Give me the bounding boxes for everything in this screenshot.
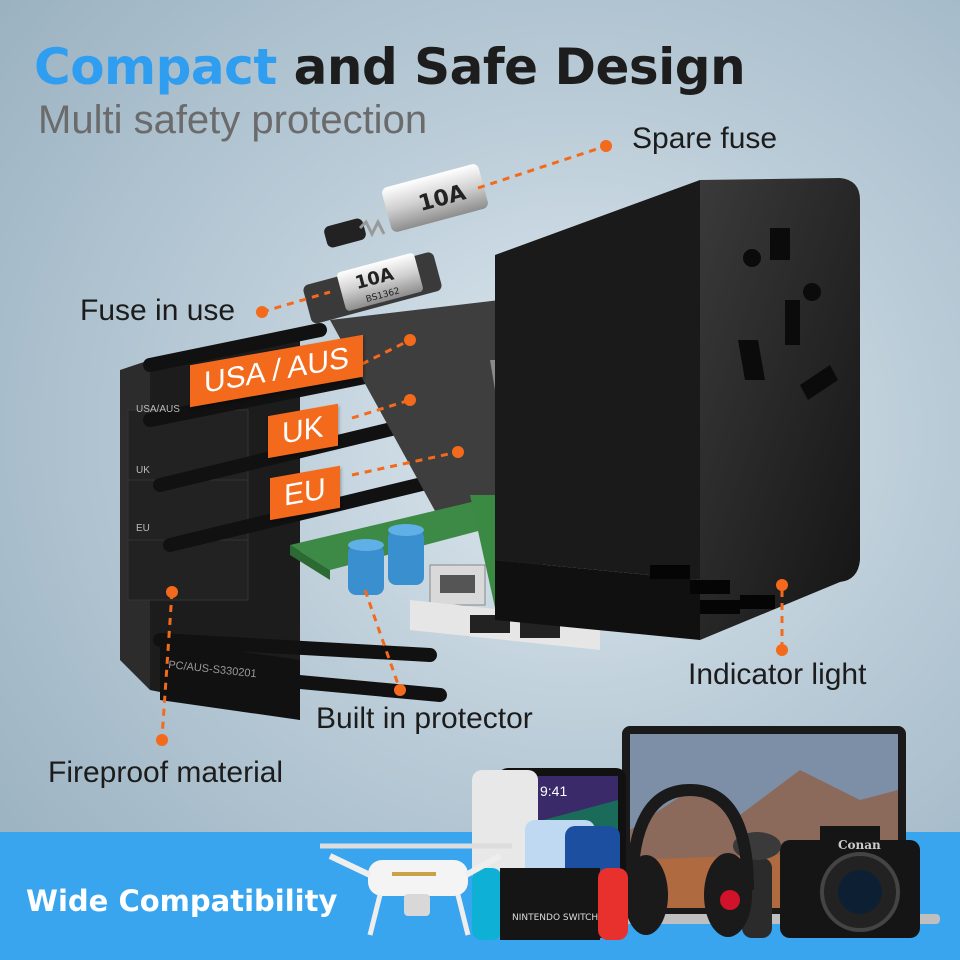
side-label-usa-aus: USA/AUS <box>136 404 180 415</box>
callout-leaders <box>160 144 784 739</box>
callout-fuse-in-use: Fuse in use <box>80 294 236 327</box>
spare-fuse-illustration: 10A <box>382 164 488 232</box>
console-brand: NINTENDO SWITCH <box>512 913 598 923</box>
callout-built-in-protector: Built in protector <box>316 702 533 735</box>
camera-icon: Conan <box>780 826 920 938</box>
page-subtitle: Multi safety protection <box>38 98 428 142</box>
callout-fireproof-material: Fireproof material <box>48 756 284 789</box>
tablet-time: 9:41 <box>540 783 567 799</box>
capacitors <box>348 524 424 595</box>
callout-indicator-light: Indicator light <box>688 658 867 691</box>
fuse-holder-spring <box>324 218 386 248</box>
drone-icon <box>320 843 512 936</box>
callout-dots <box>156 140 788 746</box>
callout-spare-fuse: Spare fuse <box>632 122 778 155</box>
page-title: Compact and Safe Design <box>34 38 746 96</box>
banner-label: Wide Compatibility <box>26 884 338 918</box>
headphones-icon <box>624 783 754 937</box>
side-label-eu: EU <box>136 523 150 534</box>
fuse-in-use-illustration: 10A BS1362 <box>303 252 442 324</box>
title-rest: and Safe Design <box>293 38 746 96</box>
side-label-uk: UK <box>136 465 150 476</box>
game-console-icon: NINTENDO SWITCH <box>472 868 628 940</box>
camera-brand: Conan <box>838 838 881 852</box>
outlet-cube <box>495 178 860 640</box>
title-accent: Compact <box>34 38 277 96</box>
